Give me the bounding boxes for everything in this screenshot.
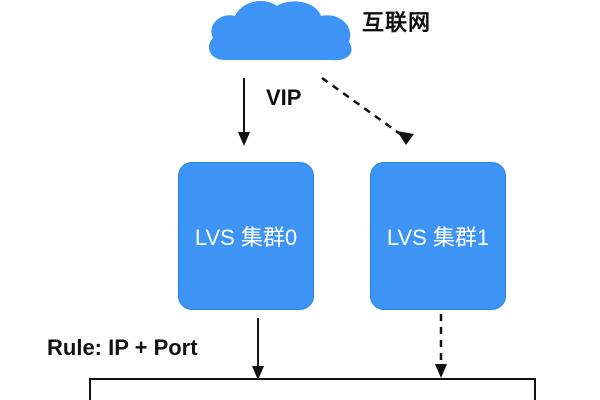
lvs-cluster-1-box: LVS 集群1	[370, 162, 506, 310]
cloud-icon	[205, 0, 355, 62]
internet-cloud-shape	[209, 1, 352, 61]
lvs-cluster-0-label: LVS 集群0	[194, 225, 298, 250]
lvs-cluster-0-box: LVS 集群0	[178, 162, 314, 310]
solid-arrow-lvs0-to-bottom	[252, 318, 264, 380]
dashed-arrow-lvs1-to-bottom	[435, 314, 447, 378]
backend-box	[89, 378, 536, 400]
vip-label: VIP	[266, 85, 302, 110]
internet-label: 互联网	[362, 10, 432, 35]
rule-label: Rule: IP + Port	[47, 335, 198, 360]
solid-arrow-cloud-to-lvs0	[238, 78, 250, 146]
lvs-cluster-1-label: LVS 集群1	[386, 225, 490, 250]
dashed-arrow-cloud-to-lvs1	[321, 76, 414, 145]
